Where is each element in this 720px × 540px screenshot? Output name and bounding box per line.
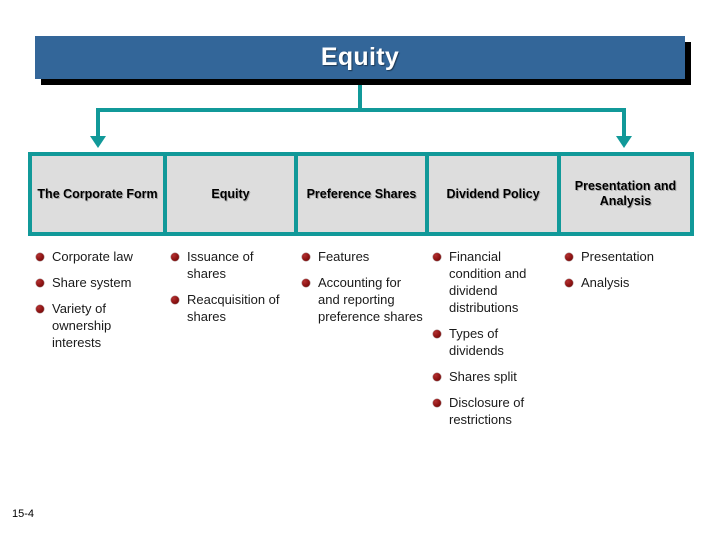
bullet-list-presentation-analysis: Presentation Analysis	[563, 248, 688, 291]
list-item-label: Financial condition and dividend distrib…	[449, 249, 527, 315]
list-item-label: Disclosure of restrictions	[449, 395, 525, 427]
column-header-equity: Equity	[163, 152, 298, 236]
list-item-label: Corporate law	[52, 249, 133, 264]
list-item: Variety of ownership interests	[34, 300, 161, 351]
list-item: Accounting for and reporting preference …	[300, 274, 423, 325]
slide-number: 15-4	[12, 508, 35, 520]
bullet-dot-icon	[433, 399, 441, 407]
list-item-label: Analysis	[581, 275, 630, 290]
list-item-label: Issuance of shares	[187, 249, 254, 281]
list-item: Reacquisition of shares	[169, 291, 292, 325]
list-item-label: Shares split	[449, 369, 517, 384]
bullet-list-dividend-policy: Financial condition and dividend distrib…	[431, 248, 555, 428]
bullet-dot-icon	[565, 279, 573, 287]
bullet-dot-icon	[36, 305, 44, 313]
topic-grid: The Corporate Form Equity Preference Sha…	[28, 152, 694, 437]
bullet-dot-icon	[433, 253, 441, 261]
grid-body-row: Corporate law Share system Variety of ow…	[30, 234, 692, 437]
connector-right-drop	[622, 108, 626, 138]
list-item: Issuance of shares	[169, 248, 292, 282]
bullet-dot-icon	[171, 296, 179, 304]
bullet-dot-icon	[171, 253, 179, 261]
arrow-down-left-icon	[90, 136, 106, 148]
list-item-label: Reacquisition of shares	[187, 292, 280, 324]
bullet-list-equity: Issuance of shares Reacquisition of shar…	[169, 248, 292, 325]
list-item: Features	[300, 248, 423, 265]
page-title: Equity	[320, 43, 400, 71]
column-body-dividend-policy: Financial condition and dividend distrib…	[427, 234, 559, 437]
column-body-equity: Issuance of shares Reacquisition of shar…	[165, 234, 296, 437]
column-header-corporate-form: The Corporate Form	[28, 152, 167, 236]
list-item-label: Features	[318, 249, 370, 264]
bullet-list-preference-shares: Features Accounting for and reporting pr…	[300, 248, 423, 325]
column-body-preference-shares: Features Accounting for and reporting pr…	[296, 234, 427, 437]
list-item: Disclosure of restrictions	[431, 394, 555, 428]
column-header-preference-shares: Preference Shares	[294, 152, 429, 236]
column-body-presentation-analysis: Presentation Analysis	[559, 234, 692, 437]
title-banner: Equity	[35, 36, 685, 79]
bullet-dot-icon	[433, 330, 441, 338]
list-item: Corporate law	[34, 248, 161, 265]
list-item: Shares split	[431, 368, 555, 385]
arrow-down-right-icon	[616, 136, 632, 148]
grid-header-row: The Corporate Form Equity Preference Sha…	[28, 152, 694, 236]
list-item: Types of dividends	[431, 325, 555, 359]
list-item: Share system	[34, 274, 161, 291]
column-body-corporate-form: Corporate law Share system Variety of ow…	[30, 234, 165, 437]
list-item-label: Share system	[52, 275, 132, 290]
list-item: Analysis	[563, 274, 688, 291]
bullet-dot-icon	[433, 373, 441, 381]
bullet-list-corporate-form: Corporate law Share system Variety of ow…	[34, 248, 161, 351]
column-header-dividend-policy: Dividend Policy	[425, 152, 561, 236]
column-header-presentation-analysis: Presentation and Analysis	[557, 152, 694, 236]
list-item-label: Types of dividends	[449, 326, 504, 358]
bullet-dot-icon	[36, 253, 44, 261]
connector-stem	[358, 85, 362, 110]
bullet-dot-icon	[302, 253, 310, 261]
list-item-label: Accounting for and reporting preference …	[318, 275, 423, 324]
list-item-label: Variety of ownership interests	[52, 301, 112, 350]
connector-horizontal	[96, 108, 626, 112]
list-item-label: Presentation	[581, 249, 654, 264]
bullet-dot-icon	[36, 279, 44, 287]
list-item: Financial condition and dividend distrib…	[431, 248, 555, 316]
bullet-dot-icon	[302, 279, 310, 287]
connector-left-drop	[96, 108, 100, 138]
bullet-dot-icon	[565, 253, 573, 261]
list-item: Presentation	[563, 248, 688, 265]
